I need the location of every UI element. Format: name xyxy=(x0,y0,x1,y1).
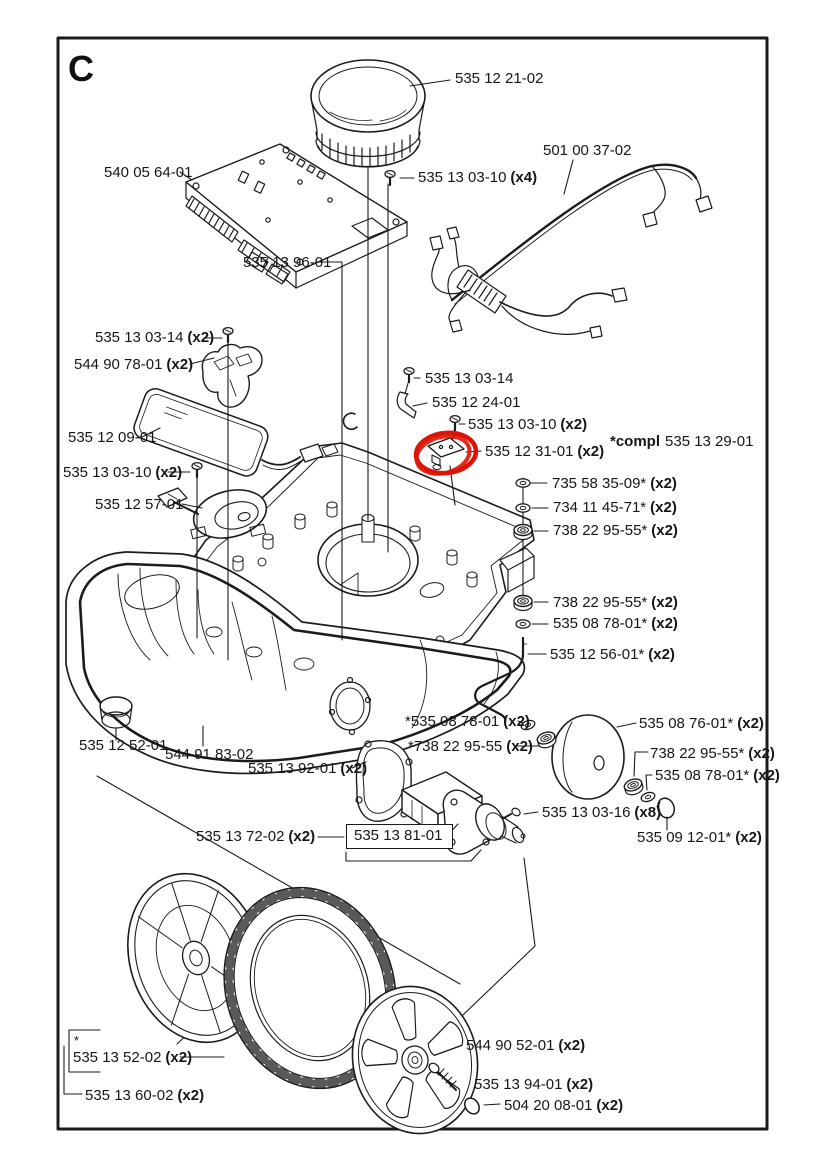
part-label-535125601: 535 12 56-01*(x2) xyxy=(550,646,675,663)
bearing-icon xyxy=(513,523,533,541)
speaker-drawing xyxy=(157,487,268,540)
bracket-drawing xyxy=(201,343,263,408)
part-label-535091201: 535 09 12-01*(x2) xyxy=(637,829,762,846)
washer-icon xyxy=(515,619,531,629)
part-label-535087601: 535 08 76-01*(x2) xyxy=(639,715,764,732)
gasket-drawing xyxy=(355,740,413,822)
part-label-738229555c: *738 22 95-55(x2) xyxy=(408,738,533,755)
tub-drawing xyxy=(65,551,526,775)
part-label-535122401: 535 12 24-01 xyxy=(432,394,521,411)
part-label-535125201: 535 12 52-01 xyxy=(79,737,168,754)
part-label-535123101: 535 12 31-01(x2) xyxy=(485,443,605,460)
screw-icon xyxy=(383,169,397,187)
part-label-544918302: 544 91 83-02 xyxy=(165,746,254,763)
part-label-535137202: 535 13 72-02(x2) xyxy=(196,828,316,845)
section-letter: C xyxy=(68,48,94,89)
highlighted-part-drawing xyxy=(427,437,465,470)
part-label-540056401: 540 05 64-01 xyxy=(104,164,193,181)
part-label-535087801b: *535 08 78-01(x2) xyxy=(405,713,530,730)
part-label-535139201: 535 13 92-01(x2) xyxy=(248,760,368,777)
part-label-535122102: 535 12 21-02 xyxy=(455,70,544,87)
part-label-535130310right: 535 13 03-10(x2) xyxy=(468,416,588,433)
tire-drawing xyxy=(223,886,397,1090)
part-label-535120901: 535 12 09-01 xyxy=(68,429,157,446)
pcb-drawing xyxy=(185,143,408,289)
wheel-screw-drawing xyxy=(428,1062,480,1115)
part-label-535130314x2: 535 13 03-14(x2) xyxy=(95,329,215,346)
bearing-icon xyxy=(513,594,533,612)
drum-drawing xyxy=(310,59,426,168)
part-label-738229555a: 738 22 95-55*(x2) xyxy=(553,522,678,539)
part-label-535135202: 535 13 52-02(x2) xyxy=(73,1049,193,1066)
screw-icon xyxy=(402,366,416,384)
part-label-535136002: 535 13 60-02(x2) xyxy=(85,1087,205,1104)
washer-icon xyxy=(515,478,531,488)
highlight-ellipse xyxy=(413,430,479,476)
part-label-535138101: 535 13 81-01 xyxy=(346,824,454,849)
screw-icon xyxy=(221,326,235,344)
bearing-icon xyxy=(622,776,646,798)
harness-drawing xyxy=(429,163,713,339)
part-label-734114571: 734 11 45-71*(x2) xyxy=(553,499,677,516)
caster-wheel-drawing xyxy=(551,714,676,819)
part-label-535139601: 535 13 96-01 xyxy=(243,254,332,271)
caster-arm-drawing xyxy=(474,636,528,724)
part-label-535087801a: 535 08 78-01*(x2) xyxy=(553,615,678,632)
washer-icon xyxy=(639,790,657,804)
part-label-544905201: 544 90 52-01(x2) xyxy=(466,1037,586,1054)
hubcap-drawing xyxy=(351,985,479,1135)
part-label-535130314: 535 13 03-14 xyxy=(425,370,514,387)
part-label-738229555d: 738 22 95-55*(x2) xyxy=(650,745,775,762)
footnote-star: * xyxy=(74,1033,80,1048)
part-label-501003702: 501 00 37-02 xyxy=(543,142,632,159)
hook-drawing xyxy=(342,412,358,430)
cap-nut-icon xyxy=(464,1097,480,1115)
part-label-535139401: 535 13 94-01(x2) xyxy=(474,1076,594,1093)
part-label-738229555b: 738 22 95-55*(x2) xyxy=(553,594,678,611)
washer-icon xyxy=(515,503,531,513)
part-label-535130316: 535 13 03-16(x8) xyxy=(542,804,662,821)
battery-drawing xyxy=(133,388,339,477)
part-label-535130310x4: 535 13 03-10(x4) xyxy=(418,169,538,186)
screw-icon xyxy=(448,414,462,432)
part-label-504200801: 504 20 08-01(x2) xyxy=(504,1097,624,1114)
part-label-535130310left: 535 13 03-10(x2) xyxy=(63,464,183,481)
screw-icon xyxy=(190,461,204,479)
part-label-535125701: 535 12 57-01 xyxy=(95,496,184,513)
part-label-735583509: 735 58 35-09*(x2) xyxy=(552,475,677,492)
clip-drawing xyxy=(342,391,417,430)
part-label-544907801: 544 90 78-01(x2) xyxy=(74,356,194,373)
part-label-535087801c: 535 08 78-01*(x2) xyxy=(655,767,780,784)
